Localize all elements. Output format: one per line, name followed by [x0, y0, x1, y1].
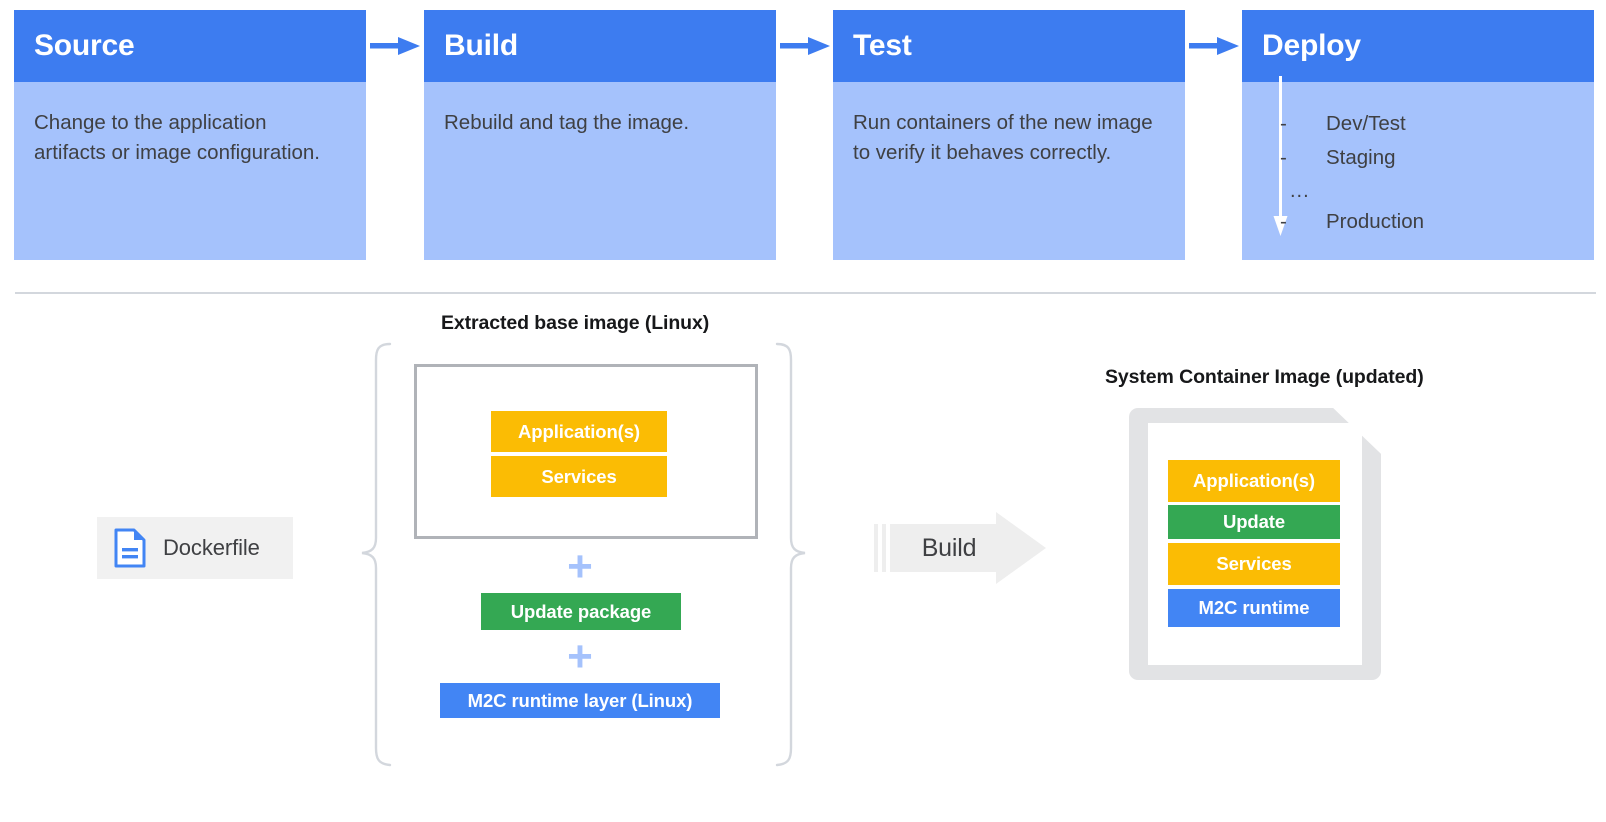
build-action-label: Build — [921, 533, 977, 562]
stage-title-test: Test — [853, 29, 912, 62]
arrow-right-icon — [780, 37, 830, 55]
plus-icon: + — [567, 542, 593, 591]
deploy-environment-item: - Production — [1280, 210, 1594, 244]
deploy-environment-item: - Dev/Test — [1280, 112, 1594, 146]
stage-header-test: Test — [833, 10, 1185, 82]
deploy-environment-item: - Staging — [1280, 146, 1594, 180]
base-image-label: Extracted base image (Linux) — [441, 312, 710, 334]
document-icon — [114, 528, 146, 568]
deploy-environment-label: Production — [1326, 210, 1425, 233]
deploy-environment-list: - Dev/Test - Staging ... - Production — [1242, 112, 1594, 244]
system-image-label: System Container Image (updated) — [1105, 366, 1424, 388]
layer-m2c-runtime: M2C runtime — [1168, 589, 1340, 627]
section-divider — [15, 292, 1596, 294]
curly-brace-icon — [361, 342, 392, 767]
pipeline-stage-test[interactable]: Test Run containers of the new image to … — [833, 10, 1185, 260]
list-bullet: - — [1280, 112, 1287, 135]
stage-header-deploy: Deploy — [1242, 10, 1594, 82]
arrow-right-icon — [370, 37, 420, 55]
arrow-right-block-icon — [874, 512, 1046, 584]
arrow-right-icon — [1189, 37, 1239, 55]
arrow-down-icon — [1273, 76, 1288, 236]
layer-services: Services — [1168, 543, 1340, 585]
deploy-environment-label: Dev/Test — [1326, 112, 1406, 135]
stage-body-build: Rebuild and tag the image. — [424, 82, 776, 138]
stage-header-build: Build — [424, 10, 776, 82]
stage-description-test: Run containers of the new image to verif… — [853, 111, 1153, 164]
stage-header-source: Source — [14, 10, 366, 82]
layer-m2c-runtime: M2C runtime layer (Linux) — [440, 683, 720, 718]
pipeline-stage-source[interactable]: Source Change to the application artifac… — [14, 10, 366, 260]
layer-update-package: Update package — [481, 593, 681, 630]
pipeline-stage-deploy[interactable]: Deploy — [1242, 10, 1594, 260]
plus-icon: + — [567, 632, 593, 681]
curly-brace-icon — [775, 342, 806, 767]
stage-body-source: Change to the application artifacts or i… — [14, 82, 366, 167]
stage-description-source: Change to the application artifacts or i… — [34, 111, 320, 164]
list-bullet: - — [1280, 210, 1287, 233]
stage-title-source: Source — [34, 29, 135, 62]
layer-update: Update — [1168, 505, 1340, 539]
dockerfile-chip[interactable]: Dockerfile — [97, 517, 293, 579]
stage-title-deploy: Deploy — [1262, 29, 1361, 62]
deploy-environment-label: Staging — [1326, 146, 1396, 169]
layer-applications: Application(s) — [1168, 460, 1340, 502]
layer-applications: Application(s) — [491, 411, 667, 452]
pipeline-stage-build[interactable]: Build Rebuild and tag the image. — [424, 10, 776, 260]
stage-body-test: Run containers of the new image to verif… — [833, 82, 1185, 167]
stage-description-build: Rebuild and tag the image. — [444, 111, 690, 134]
image-build-diagram: Extracted base image (Linux) System Cont… — [0, 292, 1606, 822]
deploy-environment-item-ellipsis: ... — [1280, 180, 1594, 210]
layer-services: Services — [491, 456, 667, 497]
dockerfile-label: Dockerfile — [163, 535, 260, 560]
list-ellipsis: ... — [1290, 180, 1310, 202]
cicd-pipeline-row: Source Change to the application artifac… — [0, 0, 1606, 270]
stage-title-build: Build — [444, 29, 518, 62]
list-bullet: - — [1280, 146, 1287, 169]
